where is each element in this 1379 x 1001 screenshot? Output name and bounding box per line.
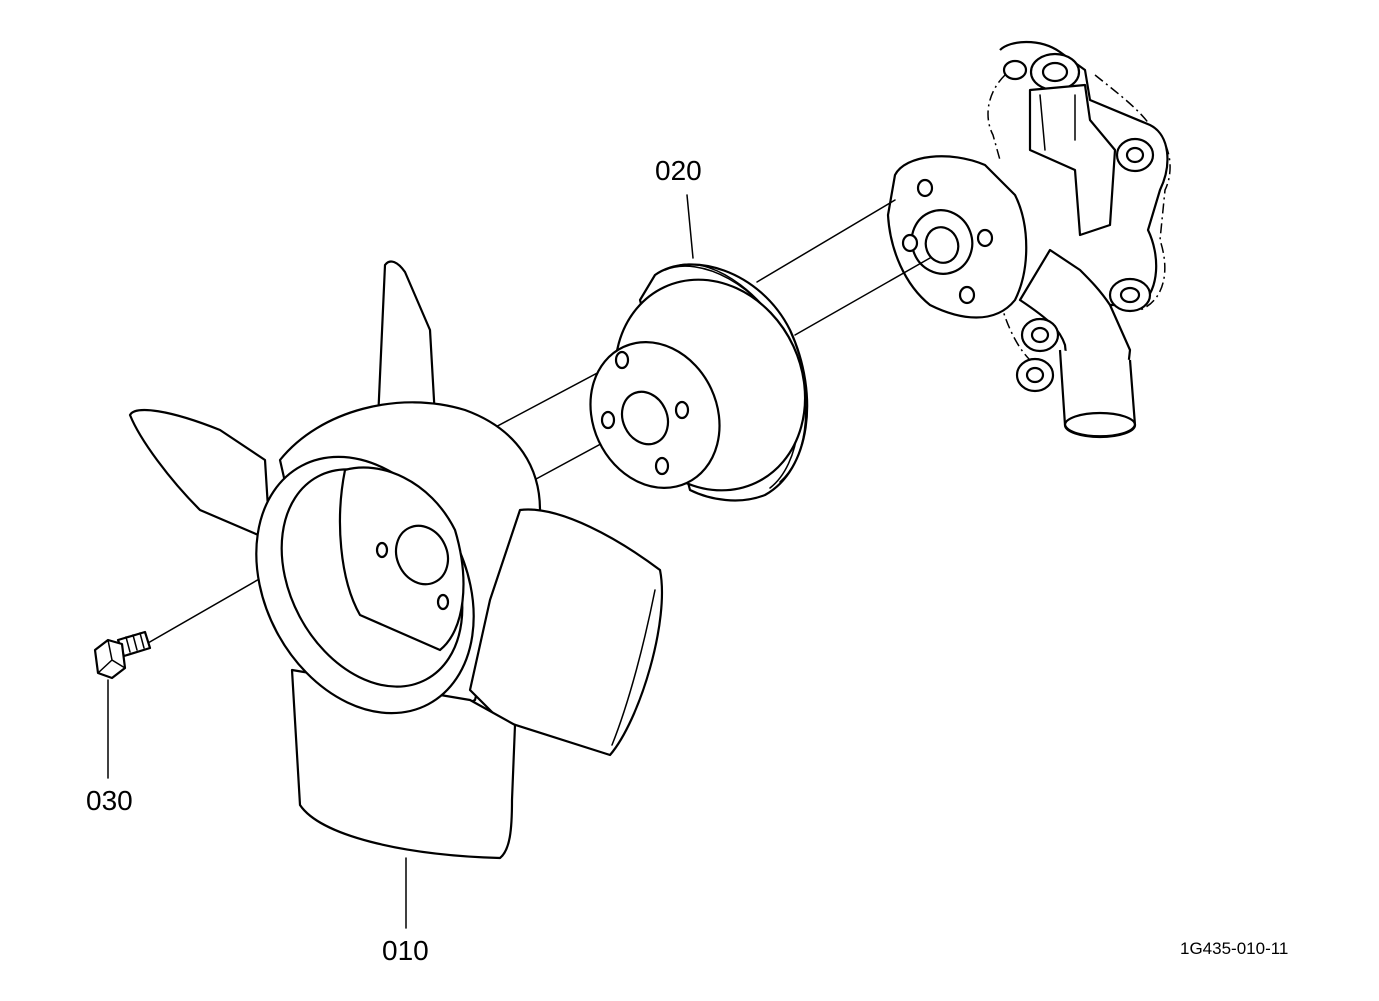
fan-blade-right-edge (611, 589, 656, 746)
hex-bolt (93, 630, 152, 680)
water-pump (886, 41, 1171, 439)
align-line-upper-pump (756, 199, 896, 283)
pulley-bolt-hole-3 (654, 456, 670, 476)
callout-030: 030 (86, 785, 133, 816)
pump-flange-hole-3 (958, 285, 976, 305)
pump-boss-lower-hole (1025, 366, 1045, 384)
pump-flange-hole-4 (901, 233, 919, 253)
align-line-lower-pump (794, 257, 931, 336)
fan-blade-bottom (290, 668, 517, 860)
pump-flange-hole-1 (916, 178, 934, 198)
bolt-head-facets (97, 639, 126, 674)
pump-outlet-opening (1063, 411, 1137, 439)
leader-lines (107, 194, 694, 929)
cooling-fan (128, 260, 664, 860)
pump-shaft-housing (1028, 83, 1117, 237)
pulley-bolt-hole-1 (614, 350, 630, 370)
fan-bolt-hole-2 (436, 593, 450, 611)
fan-center-bore (394, 524, 450, 586)
pump-flange-hole-2 (976, 228, 994, 248)
pump-outlet-pipe (1058, 349, 1137, 438)
leader-020 (686, 194, 694, 259)
fan-blade-left (128, 408, 272, 542)
pump-shaft-bore (924, 226, 960, 264)
callout-010: 010 (382, 935, 429, 966)
pump-boss-left-hole (1030, 326, 1050, 344)
pump-ear-lower-hole (1119, 286, 1141, 304)
pulley-bolt-hole-2 (674, 400, 690, 420)
fan-bolt-hole-1 (375, 541, 389, 559)
drawing-code: 1G435-010-11 (1180, 939, 1288, 958)
fan-blade-right (468, 508, 664, 757)
pump-ear-hole-top (1002, 59, 1028, 81)
pump-housing-detail (1039, 94, 1076, 151)
bolt-threads (125, 632, 145, 653)
pulley-bolt-hole-4 (600, 410, 616, 430)
pump-ear-right-hole (1125, 146, 1145, 164)
callout-020: 020 (655, 155, 702, 186)
pump-top-hole (1041, 61, 1069, 83)
fan-pulley (589, 263, 809, 502)
pulley-center-bore (620, 390, 670, 446)
